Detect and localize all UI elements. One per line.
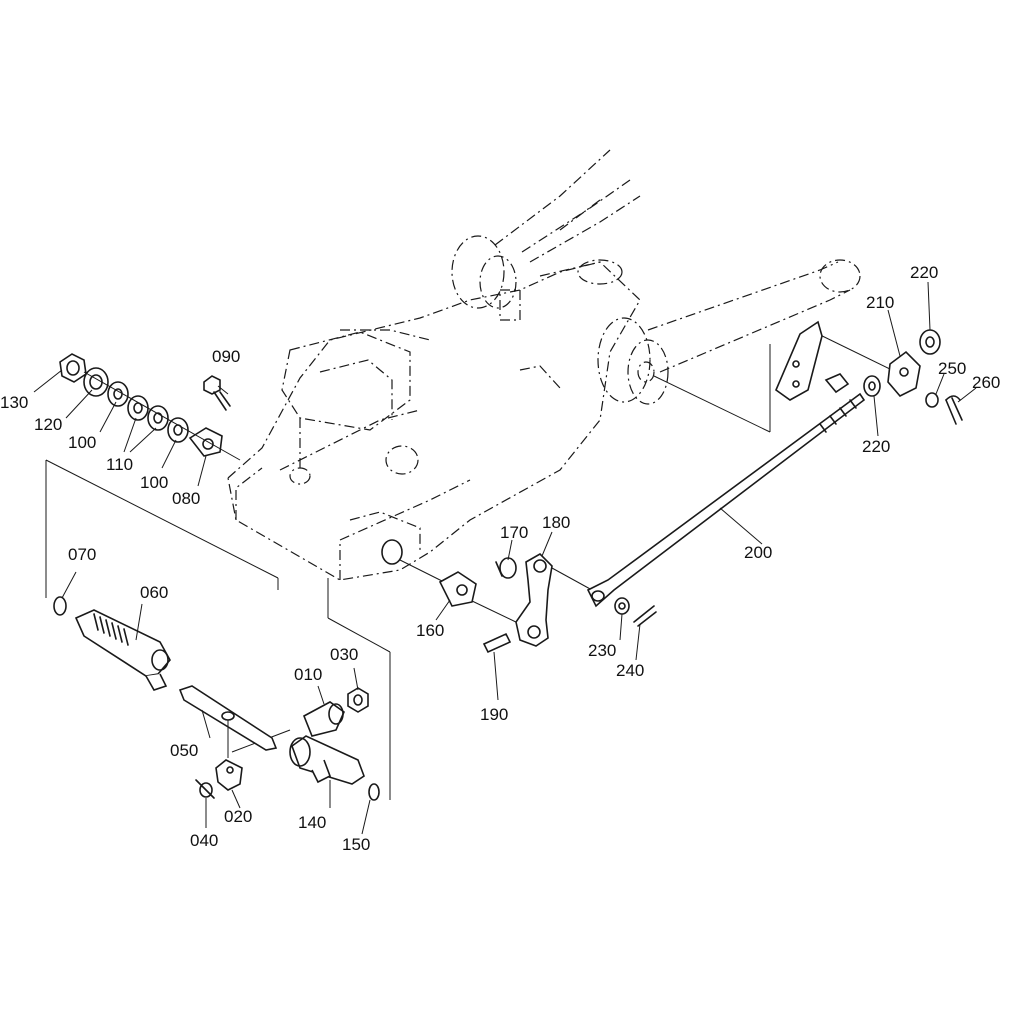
part-110b-shim (147, 405, 169, 431)
label-160: 160 (416, 621, 444, 640)
label-100a: 100 (68, 433, 96, 452)
label-140: 140 (298, 813, 326, 832)
label-240: 240 (616, 661, 644, 680)
part-050-rod (178, 685, 278, 758)
part-120-bushing (83, 367, 109, 397)
label-030: 030 (330, 645, 358, 664)
label-090: 090 (212, 347, 240, 366)
part-130-nut (59, 353, 87, 383)
part-040-screw (195, 779, 215, 799)
part-010-pin (302, 701, 345, 737)
part-240-cotter-pin (633, 605, 657, 627)
label-250: 250 (938, 359, 966, 378)
label-230: 230 (588, 641, 616, 660)
part-020-block (215, 759, 243, 791)
part-160-plate (381, 539, 477, 607)
part-150-snap-ring (368, 783, 380, 801)
label-120: 120 (34, 415, 62, 434)
label-020: 020 (224, 807, 252, 826)
part-080-cam-plate (188, 427, 223, 457)
label-220a: 220 (910, 263, 938, 282)
label-220b: 220 (862, 437, 890, 456)
part-190-pin (482, 632, 512, 654)
label-050: 050 (170, 741, 198, 760)
part-070-snap-ring (53, 596, 67, 616)
label-010: 010 (294, 665, 322, 684)
label-080: 080 (172, 489, 200, 508)
label-190: 190 (480, 705, 508, 724)
right-bracket (775, 320, 850, 401)
part-220b-nut (863, 375, 881, 397)
chassis-phantom-outline (227, 149, 861, 581)
callout-labels: 130 120 100 110 100 080 090 070 060 010 … (0, 263, 1000, 854)
parts-solid (33, 281, 977, 835)
part-060-shaft (74, 609, 171, 691)
label-200: 200 (744, 543, 772, 562)
label-070: 070 (68, 545, 96, 564)
part-210-clevis (887, 350, 921, 397)
part-090-bolt (203, 375, 231, 411)
label-060: 060 (140, 583, 168, 602)
label-100b: 100 (140, 473, 168, 492)
label-040: 040 (190, 831, 218, 850)
part-180-lever (515, 553, 553, 647)
label-260: 260 (972, 373, 1000, 392)
part-170-pin (495, 557, 517, 579)
label-110: 110 (106, 455, 133, 474)
part-030-nut (347, 687, 369, 713)
label-210: 210 (866, 293, 894, 312)
label-170: 170 (500, 523, 528, 542)
label-150: 150 (342, 835, 370, 854)
part-250-washer (925, 392, 939, 408)
part-140-shaft (289, 735, 365, 785)
assembly-frame-lines (45, 329, 901, 800)
label-130: 130 (0, 393, 28, 412)
part-110a-shim (127, 395, 149, 421)
part-100b-washer (167, 417, 189, 443)
part-200-rod (586, 392, 866, 608)
part-230-washer (614, 597, 630, 615)
part-260-clip-pin (945, 395, 963, 425)
part-220a-nut (919, 329, 941, 355)
part-100a-washer (107, 381, 129, 407)
label-180: 180 (542, 513, 570, 532)
